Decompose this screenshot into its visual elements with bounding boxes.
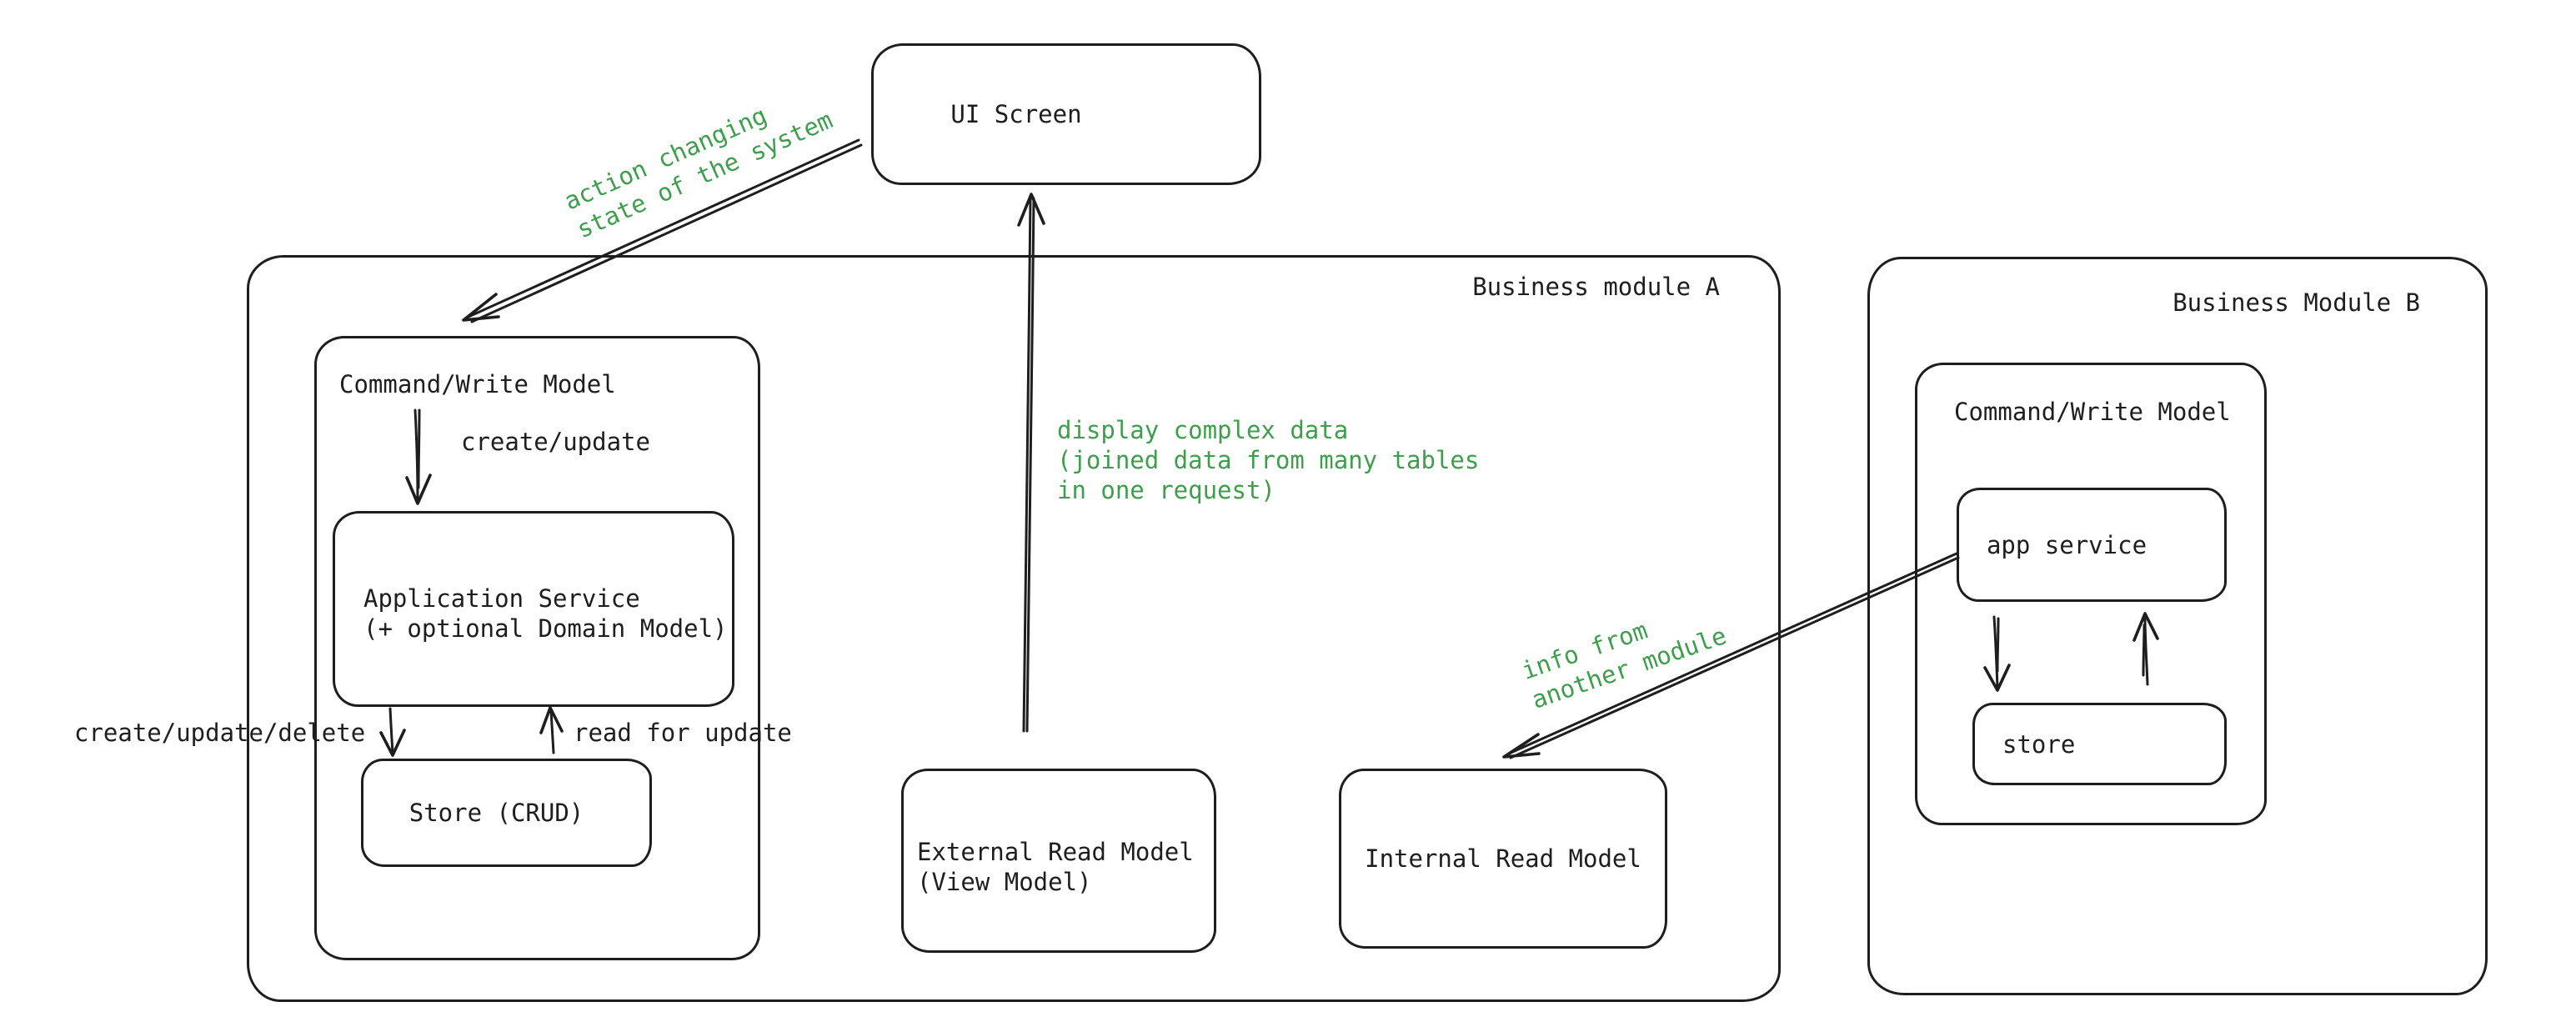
ui-screen-label: UI Screen xyxy=(950,100,1082,128)
ui-screen-node[interactable]: UI Screen xyxy=(871,43,1261,185)
app-service-b-node[interactable]: app service xyxy=(1957,488,2227,602)
store-b-label: store xyxy=(2002,729,2076,759)
external-read-model-label: External Read Model (View Model) xyxy=(917,837,1194,896)
read-for-update-label: read for update xyxy=(574,719,792,747)
create-update-label: create/update xyxy=(461,428,650,456)
store-crud-label: Store (CRUD) xyxy=(408,799,584,827)
business-module-b-label: Business Module B xyxy=(2173,288,2420,317)
app-service-b-label: app service xyxy=(1986,530,2148,559)
internal-read-model-node[interactable]: Internal Read Model xyxy=(1339,769,1667,949)
internal-read-model-label: Internal Read Model xyxy=(1365,844,1641,873)
store-b-node[interactable]: store xyxy=(1972,703,2227,785)
display-complex-data-annotation: display complex data (joined data from m… xyxy=(1057,416,1480,504)
command-write-model-a-container[interactable]: Command/Write Model xyxy=(314,336,760,960)
command-write-model-b-container[interactable]: Command/Write Model xyxy=(1915,363,2267,825)
store-crud-node[interactable]: Store (CRUD) xyxy=(361,759,652,867)
application-service-label: Application Service (+ optional Domain M… xyxy=(363,584,728,643)
command-write-model-b-label: Command/Write Model xyxy=(1954,398,2231,426)
external-read-model-node[interactable]: External Read Model (View Model) xyxy=(901,769,1216,953)
business-module-a-label: Business module A xyxy=(1472,273,1720,301)
command-write-model-a-label: Command/Write Model xyxy=(339,370,616,398)
action-changing-state-annotation: action changing state of the system xyxy=(559,101,837,244)
application-service-node[interactable]: Application Service (+ optional Domain M… xyxy=(333,511,734,707)
create-update-delete-label: create/update/delete xyxy=(74,719,366,747)
